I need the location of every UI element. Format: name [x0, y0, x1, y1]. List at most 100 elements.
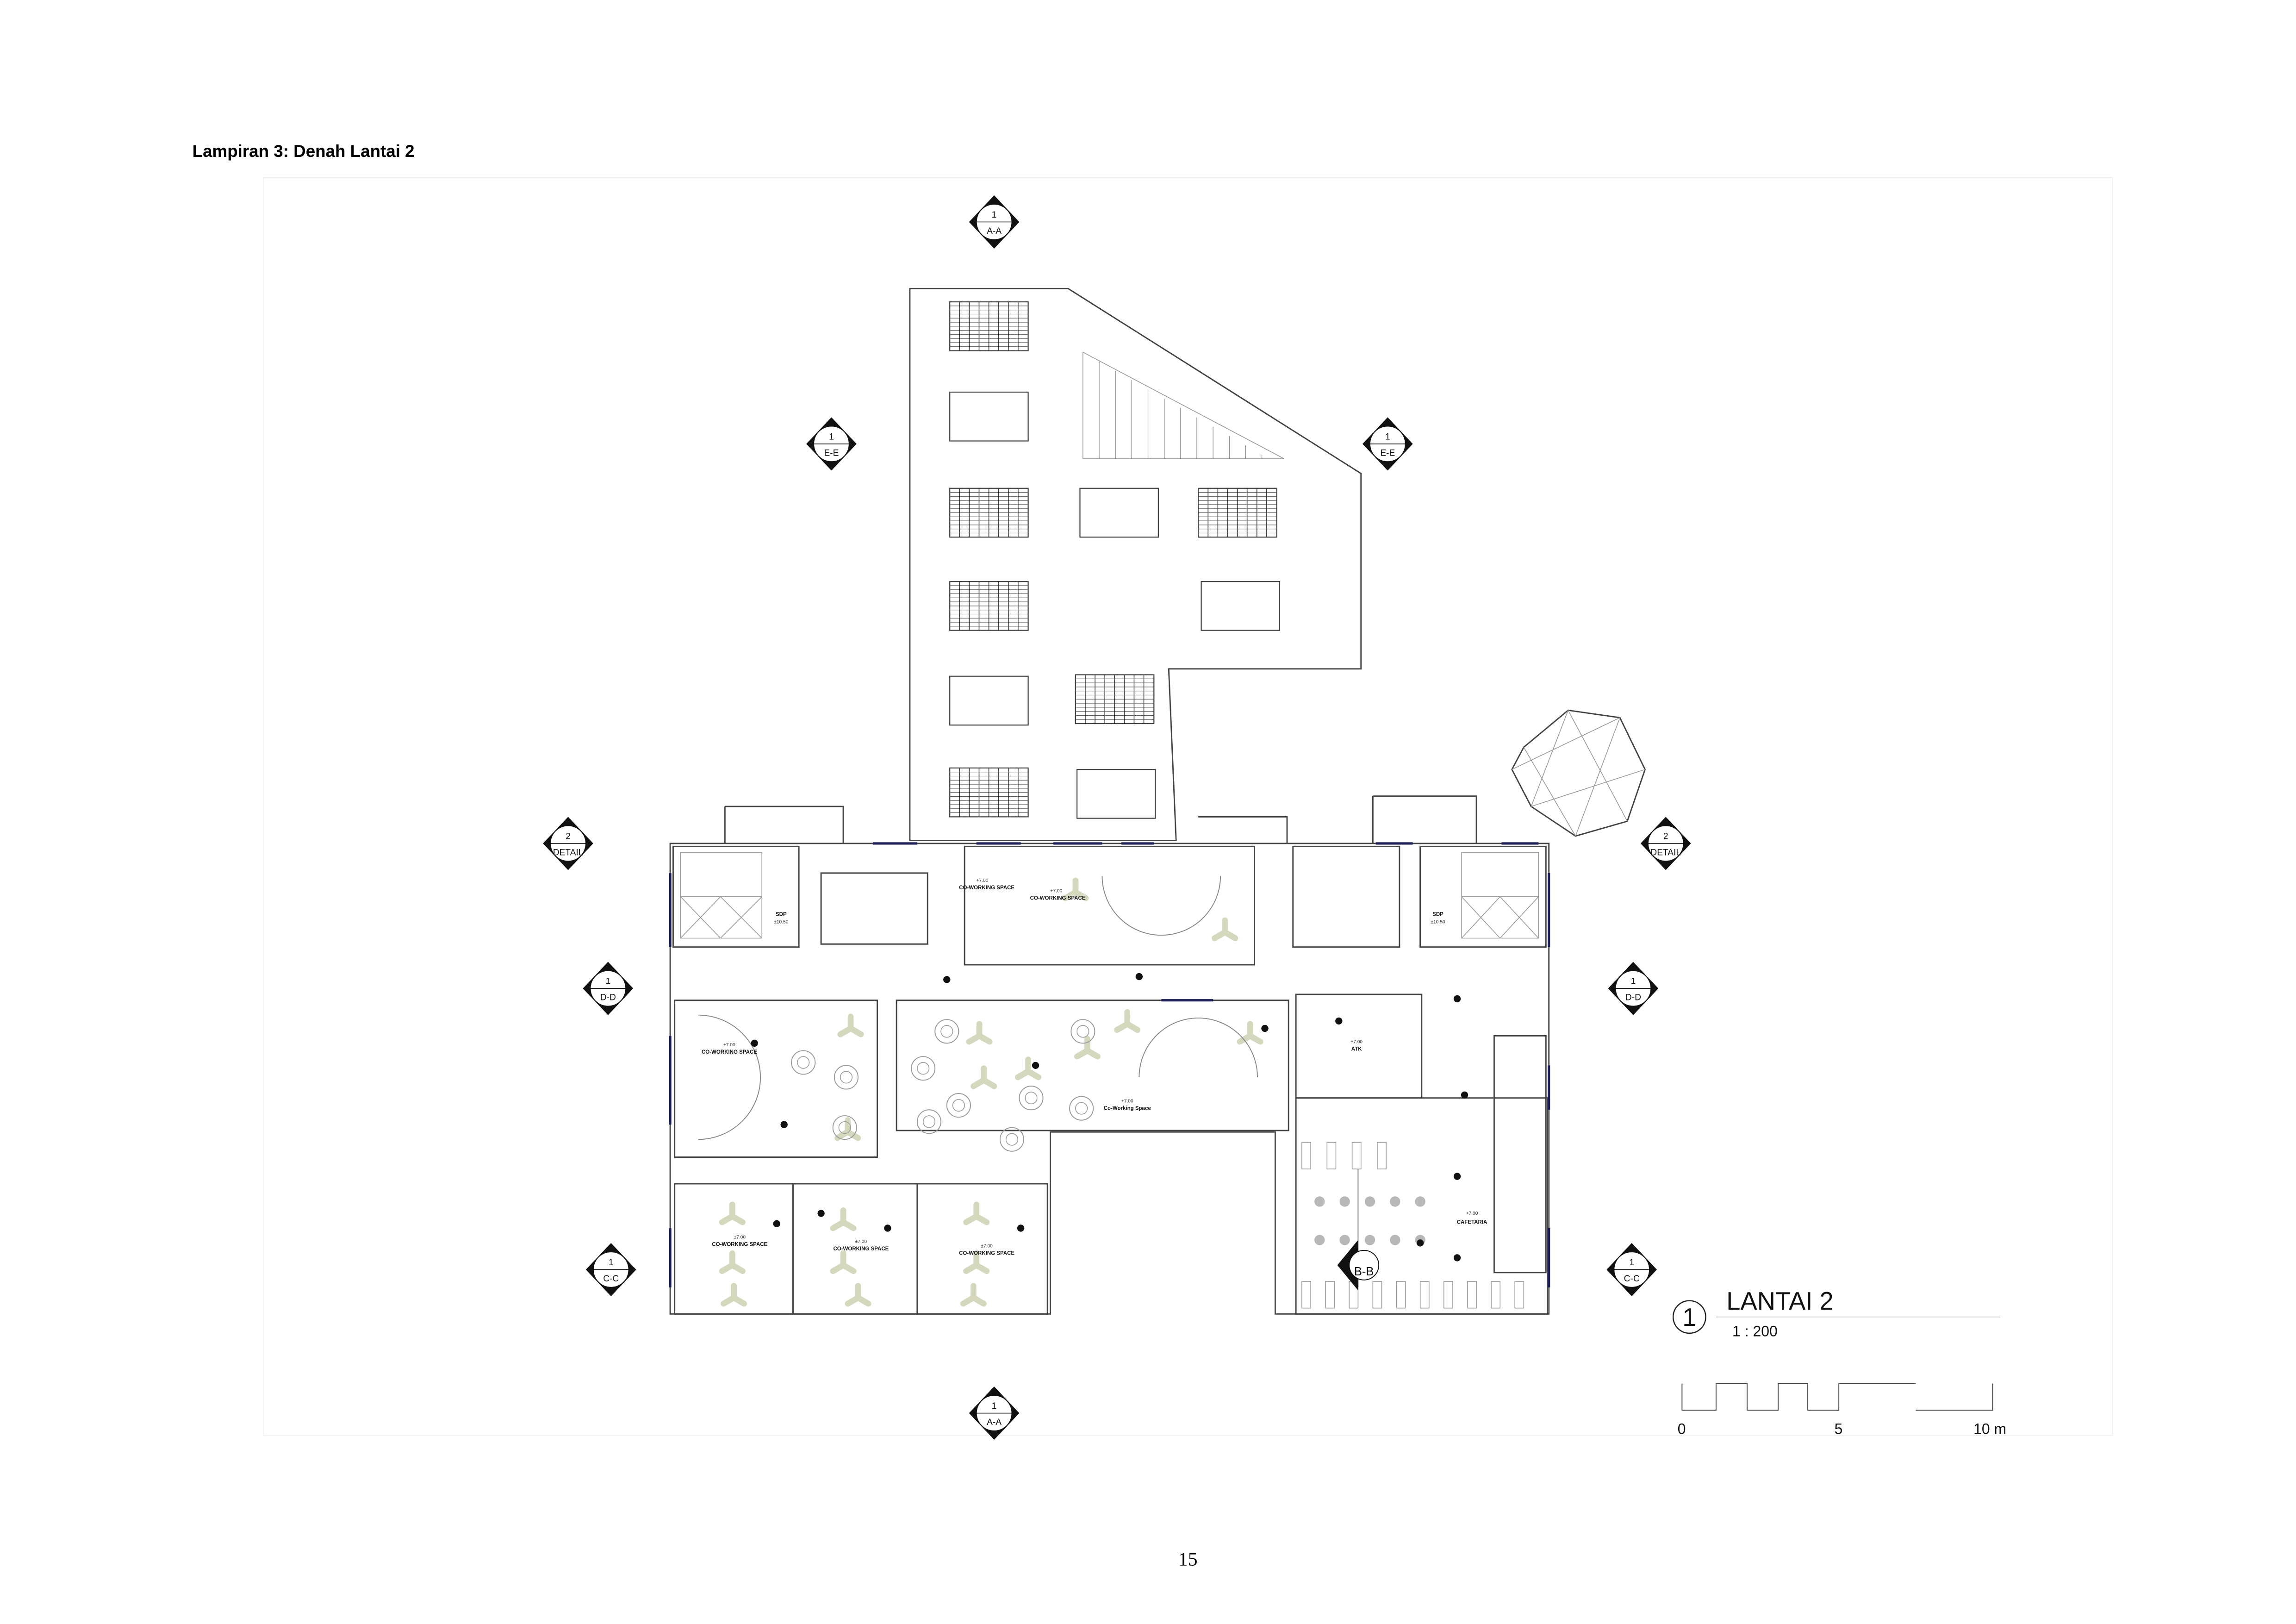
cafe-bench: [1372, 1281, 1382, 1309]
round-table: [999, 1127, 1024, 1152]
room-level: ±7.00: [734, 1235, 746, 1240]
room-label: CO-WORKING SPACE: [712, 1242, 767, 1247]
page-number: 15: [1178, 1549, 1198, 1570]
cafe-table: [1390, 1196, 1400, 1207]
skylight-panel: [949, 487, 1029, 538]
section-markers: 1A-A1A-A1E-E1E-E2DETAIL2DETAIL1D-D1D-D1C…: [543, 195, 1691, 1440]
cafe-bench: [1325, 1281, 1335, 1309]
tri-desk: [719, 1250, 746, 1274]
curved-bench: [1101, 876, 1221, 936]
floor-plan: +7.00 CO-WORKING SPACE +7.00 CO-WORKING …: [543, 195, 1691, 1440]
windows: [669, 842, 1550, 1287]
person-figure: [1461, 1091, 1468, 1099]
person-figure: [751, 1039, 758, 1047]
person-figure: [1453, 995, 1461, 1003]
cafe-table: [1364, 1235, 1375, 1245]
person-figure: [943, 976, 951, 983]
marker-number: 2: [1663, 831, 1668, 841]
tri-desk: [1062, 877, 1089, 901]
section-marker: 1E-E: [806, 417, 857, 471]
cafe-bench: [1514, 1281, 1524, 1309]
plan-number: 1: [1682, 1303, 1696, 1331]
room-label: CAFETARIA: [1457, 1219, 1487, 1225]
person-figure: [1453, 1254, 1461, 1262]
section-marker: 1C-C: [1606, 1243, 1657, 1297]
marker-code: D-D: [1625, 993, 1641, 1003]
cafe-bench: [1419, 1281, 1430, 1309]
round-table: [791, 1050, 816, 1075]
section-marker: 1A-A: [969, 1386, 1020, 1440]
tri-desk: [830, 1250, 857, 1274]
cafe-table: [1364, 1196, 1375, 1207]
tower-outline: [909, 287, 1362, 841]
tri-desk: [966, 1021, 993, 1045]
plan-title-block: 1 LANTAI 2 1 : 200: [1672, 1287, 2000, 1339]
room-label: CO-WORKING SPACE: [702, 1049, 757, 1055]
cafe-bench: [1396, 1281, 1406, 1309]
cafe-bench: [1351, 1142, 1362, 1169]
room-labels: +7.00 CO-WORKING SPACE +7.00 CO-WORKING …: [702, 878, 1487, 1256]
stair-lift: [680, 852, 1539, 939]
section-marker: 1C-C: [585, 1243, 636, 1297]
tri-desk: [1114, 1009, 1141, 1033]
cafe-table: [1339, 1235, 1350, 1245]
room-walls: [672, 795, 1548, 1315]
person-figure: [773, 1220, 780, 1228]
title-number-circle: [1672, 1300, 1706, 1334]
marker-code: DETAIL: [1650, 848, 1681, 857]
skylight-panel: [949, 581, 1029, 631]
tri-desk: [830, 1207, 857, 1231]
room-label: CO-WORKING SPACE: [833, 1246, 889, 1252]
skylight-panel: [1075, 674, 1155, 725]
skylight-panel: [1198, 487, 1277, 538]
tri-desk: [963, 1201, 990, 1225]
skylight-panel: [949, 767, 1029, 818]
marker-number: 1: [992, 1401, 997, 1411]
cafe-table: [1314, 1235, 1325, 1245]
room-level: ±7.00: [855, 1239, 867, 1244]
round-table: [946, 1093, 971, 1118]
room-label: CO-WORKING SPACE: [959, 1251, 1014, 1256]
tri-desk: [1074, 1036, 1101, 1060]
cafe-bench: [1301, 1281, 1311, 1309]
window-panel: [949, 675, 1029, 726]
section-marker: 1D-D: [583, 962, 634, 1015]
marker-code: B-B: [1354, 1265, 1374, 1278]
stair-void: [1083, 351, 1284, 459]
marker-code: D-D: [600, 993, 616, 1003]
round-table: [1070, 1019, 1095, 1044]
person-figure: [1017, 1224, 1025, 1232]
tower-panels: [949, 301, 1281, 819]
room-level: ±10.50: [774, 920, 788, 925]
person-figure: [1335, 1017, 1343, 1025]
furniture: [698, 876, 1524, 1309]
cafe-table: [1415, 1196, 1425, 1207]
marker-number: 1: [1631, 977, 1636, 987]
marker-number: 1: [992, 210, 997, 220]
person-figure: [1261, 1024, 1269, 1032]
section-marker: 1E-E: [1362, 417, 1413, 471]
tri-desk: [719, 1201, 746, 1225]
tri-desk: [720, 1283, 747, 1307]
scale-label: 0: [1678, 1420, 1686, 1437]
section-marker: 1A-A: [969, 195, 1020, 249]
cafe-bench: [1377, 1142, 1387, 1169]
person-figure: [780, 1121, 788, 1128]
marker-code: C-C: [1624, 1274, 1640, 1284]
room-level: +7.00: [1350, 1039, 1363, 1044]
scale-bar: 0 5 10 m: [1678, 1383, 2006, 1437]
tri-desk: [1015, 1056, 1042, 1081]
stair-treads: [1099, 361, 1263, 459]
page-header: Lampiran 3: Denah Lantai 2: [193, 142, 415, 161]
room-level: ±7.00: [981, 1244, 993, 1249]
window-panel: [949, 391, 1029, 442]
cafe-bench: [1467, 1281, 1477, 1309]
skylight-panel: [949, 301, 1029, 351]
marker-number: 1: [609, 1258, 614, 1268]
room-level: ±7.00: [723, 1043, 735, 1048]
tri-desk: [1237, 1021, 1263, 1045]
room-label: CO-WORKING SPACE: [959, 885, 1014, 891]
cafe-table: [1314, 1196, 1325, 1207]
